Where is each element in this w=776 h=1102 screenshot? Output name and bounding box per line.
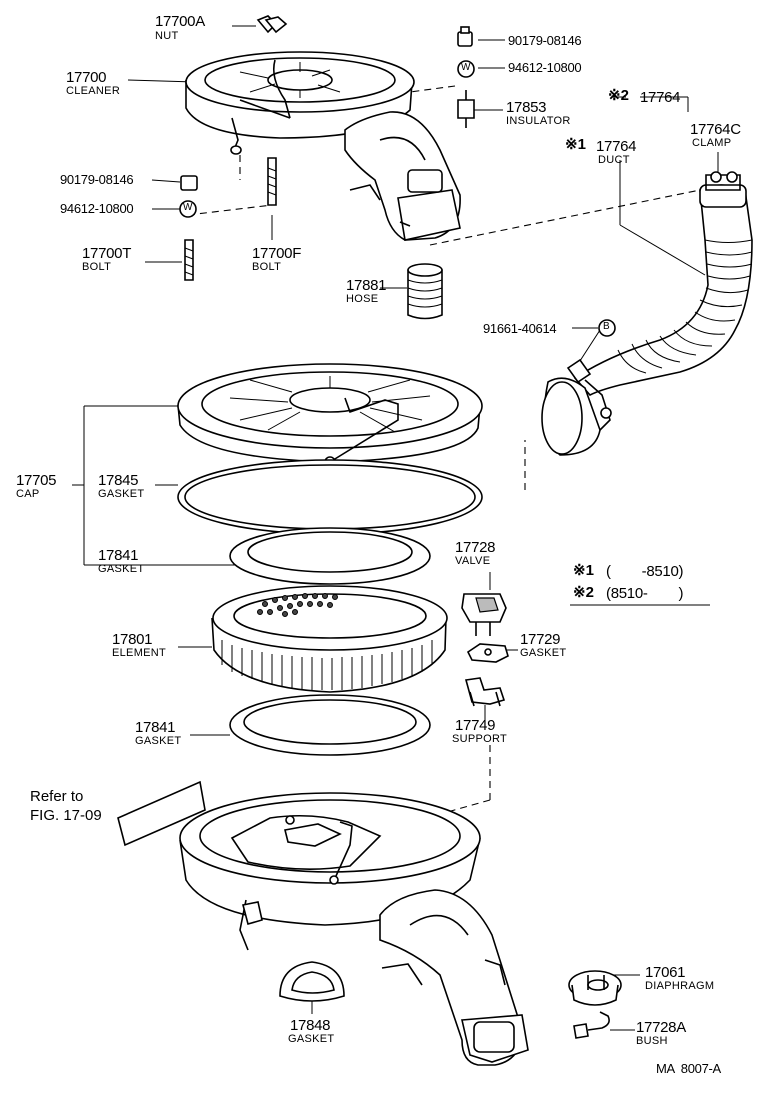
label-90179-top: 90179-08146 [508,33,582,48]
small-bolt-parts [179,26,475,281]
label-17841-upper-name: GASKET [98,563,145,575]
label-17061-number: 17061 [645,964,686,981]
label-17764C-number: 17764C [690,121,741,138]
hose-drawing [407,263,443,320]
gasket-17841-upper-drawing [229,527,431,585]
label-17729-number: 17729 [520,631,561,648]
gasket-17841-lower-drawing [229,694,431,756]
cap-drawing [177,363,483,468]
label-17705-name: CAP [16,488,40,500]
label-17700A-number: 17700A [155,13,205,30]
label-17841-upper-number: 17841 [98,547,139,564]
element-drawing [211,585,448,693]
label-17881-name: HOSE [346,293,379,305]
wing-nut-drawing [256,15,288,34]
gasket-17845-drawing [177,459,483,535]
support-drawing [464,677,506,707]
label-17749-number: 17749 [455,717,496,734]
label-17801-name: ELEMENT [112,647,167,659]
refer-line-1: Refer to [30,788,84,805]
label-17728A-name: BUSH [636,1035,668,1047]
gasket-17729-drawing [466,643,509,663]
label-17764-mark2: ※2 [608,87,629,104]
label-91661: 91661-40614 [483,321,557,336]
label-17848-number: 17848 [290,1017,331,1034]
label-17749-name: SUPPORT [452,733,508,745]
label-17700T-number: 17700T [82,245,132,262]
duct-drawing [541,171,753,456]
label-94612-top: 94612-10800 [508,60,582,75]
washer-symbol-left: W [183,202,193,213]
label-17700F-number: 17700F [252,245,302,262]
refer-arrow [117,780,206,847]
label-17729-name: GASKET [520,647,567,659]
label-17853-number: 17853 [506,99,547,116]
washer-symbol-top: W [461,62,471,73]
air-cleaner-top-drawing [185,51,461,241]
label-17841-lower-number: 17841 [135,719,176,736]
bush-drawing [573,1011,610,1039]
note-1-text: ( -8510) [606,563,684,580]
label-17764-mark1: ※1 [565,136,586,153]
note-1-mark: ※1 [573,562,594,579]
label-17728-name: VALVE [455,555,491,567]
case-drawing [179,792,529,1066]
label-17881-number: 17881 [346,277,387,294]
note-2-text: (8510- ) [606,585,684,602]
label-17728A-number: 17728A [636,1019,686,1036]
valve-drawing [461,593,507,636]
gasket-17848-drawing [279,961,345,1002]
label-94612-left: 94612-10800 [60,201,134,216]
label-17700A-name: NUT [155,30,179,42]
label-17700F-name: BOLT [252,261,282,273]
label-17845-name: GASKET [98,488,145,500]
label-17061-name: DIAPHRAGM [645,980,715,992]
label-17764-name: DUCT [598,154,630,166]
label-17801-number: 17801 [112,631,153,648]
bolt-symbol-letter: B [603,321,610,332]
label-17700-number: 17700 [66,69,107,86]
footer-code: MA 8007-A [656,1061,721,1076]
bolt-symbol-circle [598,319,616,337]
element-mesh [257,593,338,617]
label-17700-name: CLEANER [66,85,121,97]
label-17764-number-2: 17764 [640,89,681,106]
label-17764-number-1: 17764 [596,138,637,155]
note-2-mark: ※2 [573,584,594,601]
label-17700T-name: BOLT [82,261,112,273]
label-17845-number: 17845 [98,472,139,489]
label-90179-left: 90179-08146 [60,172,134,187]
label-17728-number: 17728 [455,539,496,556]
refer-line-2: FIG. 17-09 [30,807,102,824]
label-17841-lower-name: GASKET [135,735,182,747]
label-17853-name: INSULATOR [506,115,571,127]
label-17848-name: GASKET [288,1033,335,1045]
diaphragm-drawing [568,970,622,1006]
label-17764C-name: CLAMP [692,137,732,149]
label-17705-number: 17705 [16,472,57,489]
leader-lines [72,25,719,1031]
